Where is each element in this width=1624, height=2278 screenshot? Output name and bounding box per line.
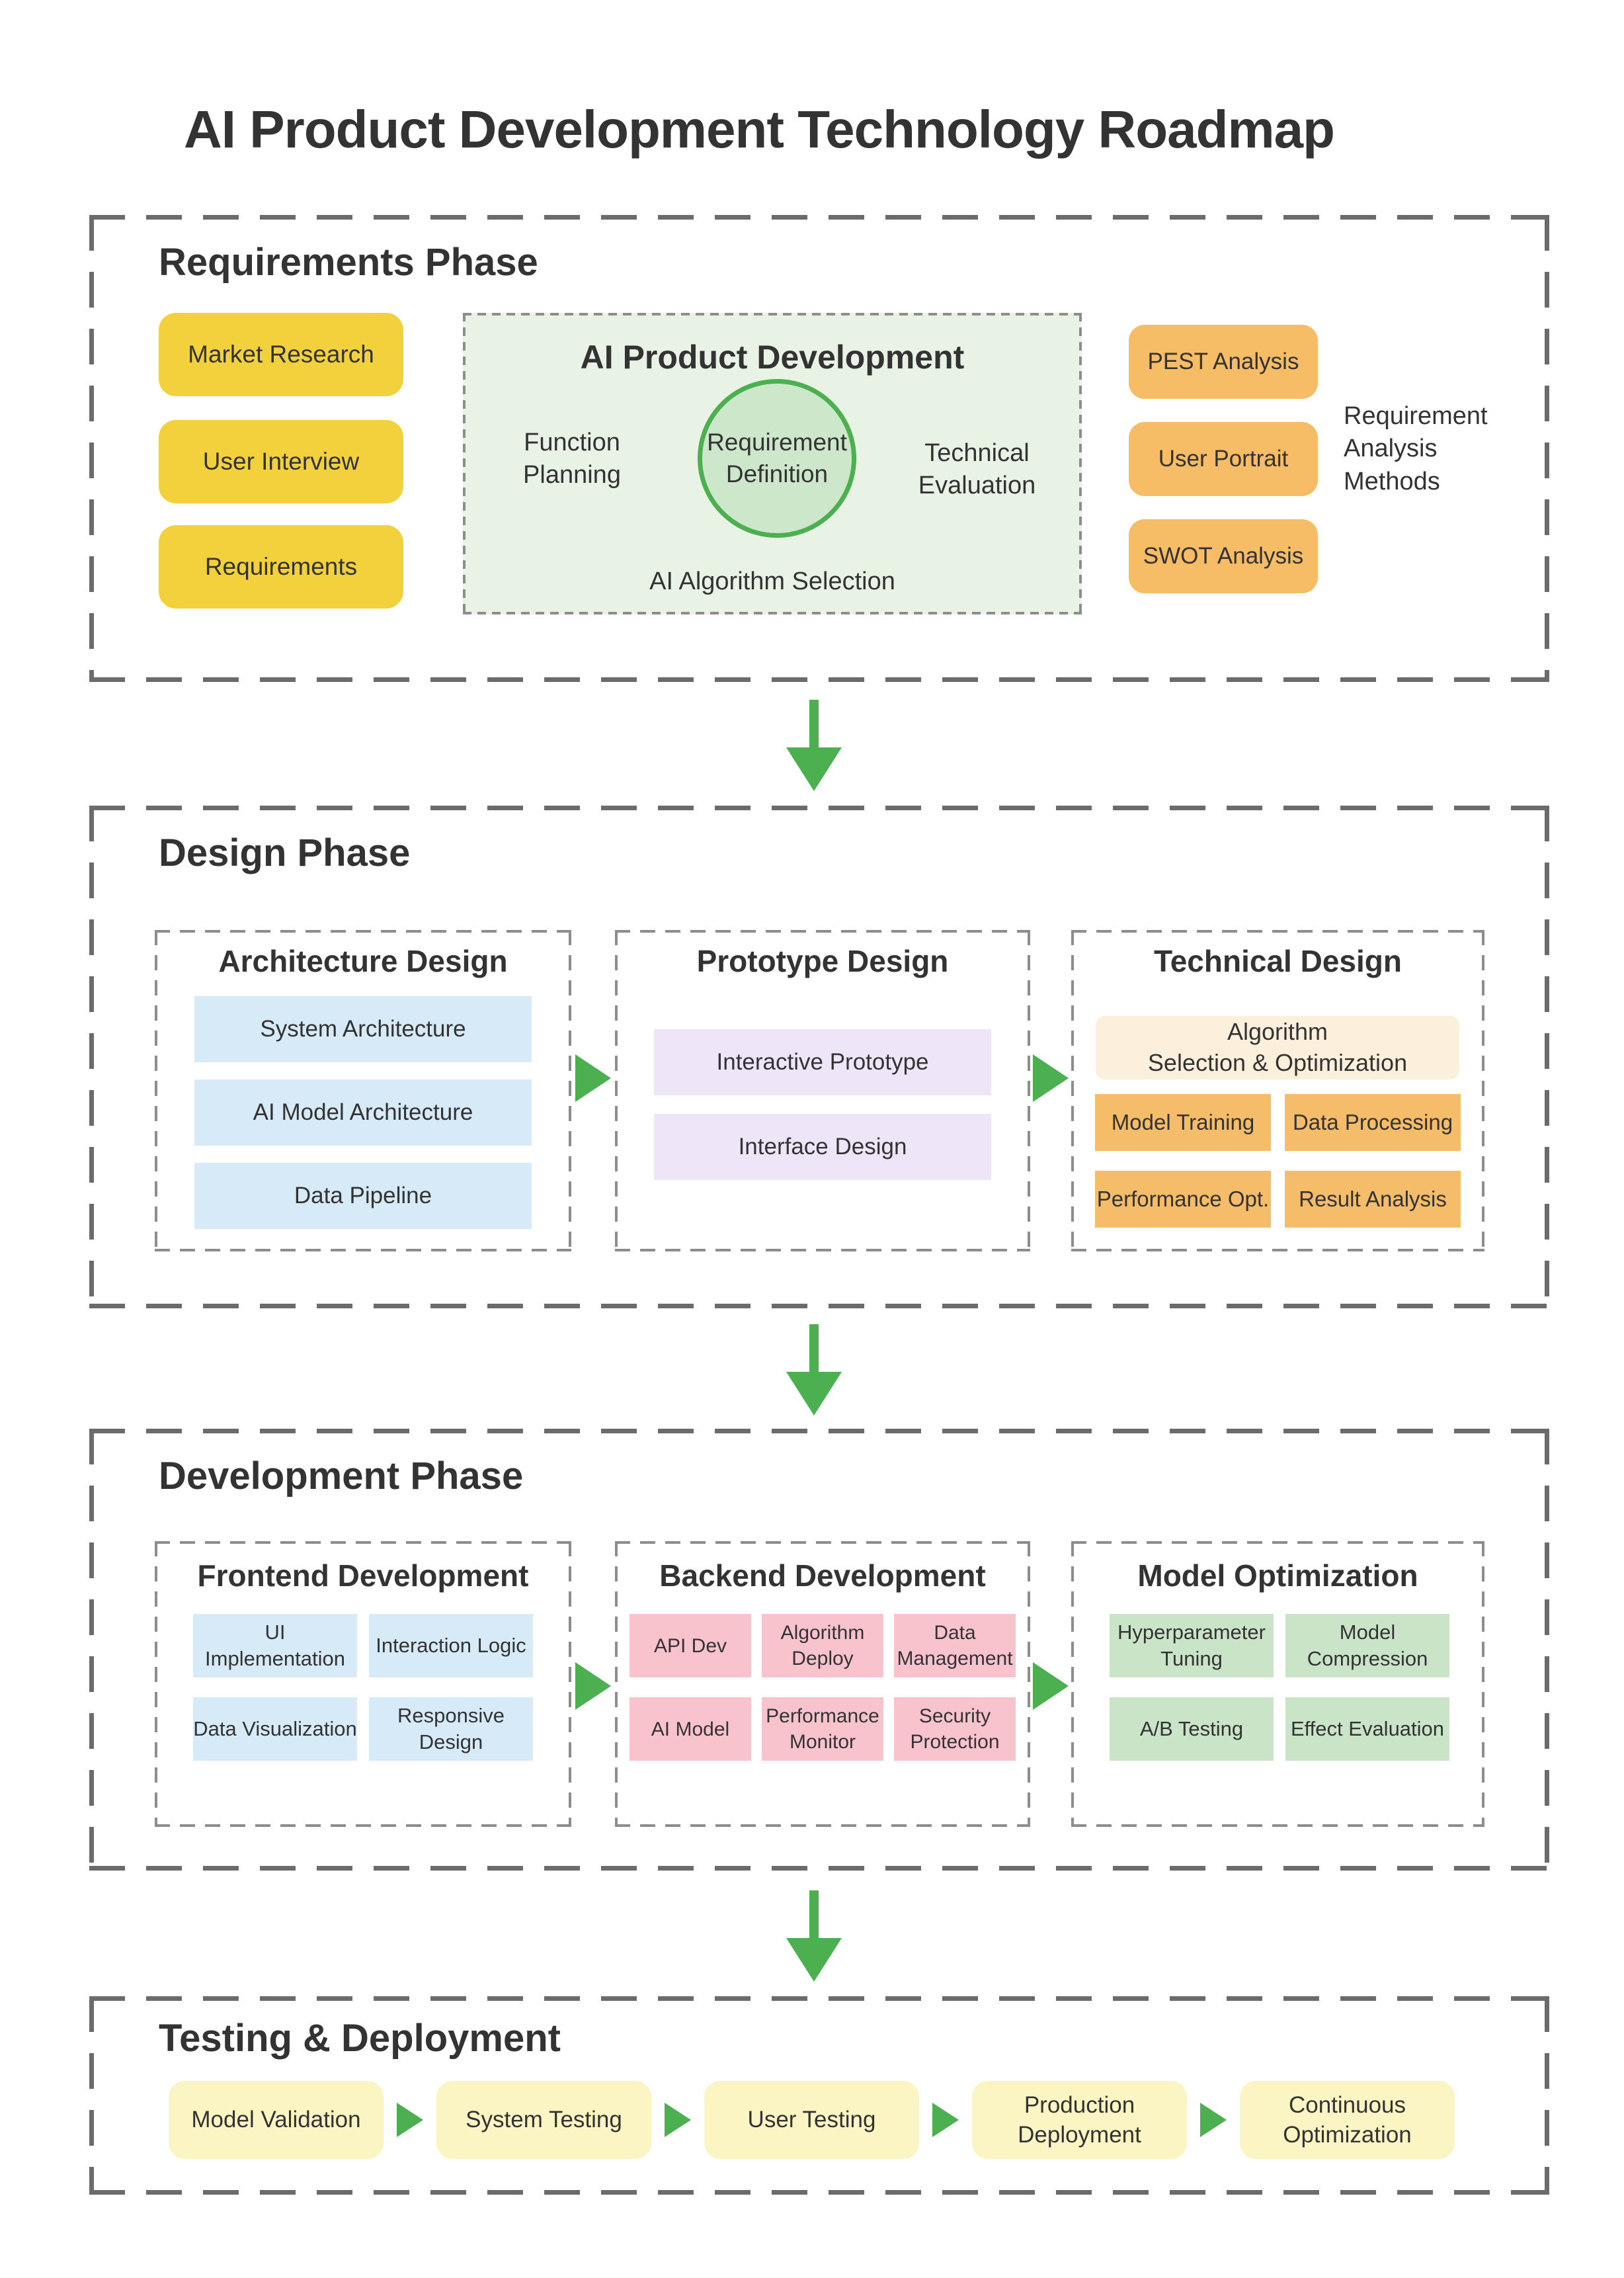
model-optimization-title: Model Optimization bbox=[1137, 1558, 1418, 1593]
technical-design-box: Technical Design Algorithm Selection & O… bbox=[1071, 930, 1484, 1251]
flow-arrow-right-dev-2 bbox=[1033, 1662, 1069, 1710]
flow-arrow-right-test-1 bbox=[397, 2103, 423, 2137]
node-security-protection: Security Protection bbox=[894, 1697, 1016, 1761]
node-responsive-design: Responsive Design bbox=[369, 1697, 533, 1761]
design-phase-section: Design Phase Architecture Design System … bbox=[89, 806, 1549, 1308]
node-data-visualization: Data Visualization bbox=[193, 1697, 357, 1761]
node-data-pipeline: Data Pipeline bbox=[194, 1163, 532, 1229]
node-api-dev: API Dev bbox=[629, 1614, 751, 1677]
node-pest-analysis: PEST Analysis bbox=[1129, 325, 1318, 399]
node-interactive-prototype: Interactive Prototype bbox=[654, 1029, 991, 1095]
requirement-analysis-methods-note: Requirement Analysis Methods bbox=[1344, 402, 1488, 495]
flow-arrow-right-design-2 bbox=[1033, 1054, 1069, 1102]
prototype-design-title: Prototype Design bbox=[696, 944, 949, 978]
node-hyperparameter-tuning: Hyperparameter Tuning bbox=[1110, 1614, 1274, 1677]
node-system-architecture: System Architecture bbox=[194, 996, 532, 1062]
node-system-testing: System Testing bbox=[436, 2081, 651, 2159]
node-user-interview: User Interview bbox=[159, 420, 403, 503]
label-technical-evaluation: Technical Evaluation bbox=[918, 439, 1036, 500]
node-interaction-logic: Interaction Logic bbox=[369, 1614, 533, 1677]
label-ai-algorithm-selection: AI Algorithm Selection bbox=[649, 568, 895, 595]
node-algorithm-deploy: Algorithm Deploy bbox=[762, 1614, 883, 1677]
node-continuous-optimization: Continuous Optimization bbox=[1240, 2081, 1455, 2159]
node-performance-monitor: Performance Monitor bbox=[762, 1697, 883, 1761]
requirements-phase-section: Requirements Phase Market Research User … bbox=[89, 215, 1549, 682]
flow-arrow-down-1 bbox=[786, 700, 842, 791]
technical-design-title: Technical Design bbox=[1154, 944, 1402, 978]
prototype-design-box: Prototype Design Interactive Prototype I… bbox=[615, 930, 1030, 1251]
flow-arrow-right-dev-1 bbox=[575, 1662, 611, 1710]
node-production-deployment: Production Deployment bbox=[972, 2081, 1187, 2159]
flow-arrow-right-test-2 bbox=[665, 2103, 691, 2137]
frontend-development-box: Frontend Development UI Implementation I… bbox=[155, 1541, 571, 1827]
flow-arrow-right-design-1 bbox=[575, 1054, 611, 1102]
ai-product-development-panel: AI Product Development Function Planning… bbox=[463, 313, 1082, 614]
node-ai-model-architecture: AI Model Architecture bbox=[194, 1079, 532, 1146]
design-phase-heading: Design Phase bbox=[159, 831, 411, 874]
node-data-management: Data Management bbox=[894, 1614, 1016, 1677]
node-model-validation: Model Validation bbox=[169, 2081, 384, 2159]
node-model-compression: Model Compression bbox=[1285, 1614, 1449, 1677]
backend-development-title: Backend Development bbox=[659, 1558, 986, 1593]
node-interface-design: Interface Design bbox=[654, 1114, 991, 1180]
flow-arrow-right-test-3 bbox=[932, 2103, 959, 2137]
flow-arrow-down-3 bbox=[786, 1890, 842, 1982]
testing-deployment-heading: Testing & Deployment bbox=[159, 2017, 561, 2060]
ai-product-development-title: AI Product Development bbox=[580, 339, 965, 376]
node-user-portrait: User Portrait bbox=[1129, 422, 1318, 496]
node-ui-implementation: UI Implementation bbox=[193, 1614, 357, 1677]
node-ai-model: AI Model bbox=[629, 1697, 751, 1761]
flow-arrow-right-test-4 bbox=[1200, 2103, 1227, 2137]
node-effect-evaluation: Effect Evaluation bbox=[1285, 1697, 1449, 1761]
page-title: AI Product Development Technology Roadma… bbox=[184, 100, 1335, 159]
node-performance-opt: Performance Opt. bbox=[1095, 1171, 1271, 1228]
node-result-analysis: Result Analysis bbox=[1285, 1171, 1461, 1228]
requirements-phase-heading: Requirements Phase bbox=[159, 241, 538, 284]
node-algorithm-selection-optimization: Algorithm Selection & Optimization bbox=[1096, 1016, 1459, 1079]
label-function-planning: Function Planning bbox=[523, 429, 621, 489]
node-ab-testing: A/B Testing bbox=[1110, 1697, 1274, 1761]
development-phase-section: Development Phase Frontend Development U… bbox=[89, 1429, 1549, 1871]
model-optimization-box: Model Optimization Hyperparameter Tuning… bbox=[1071, 1541, 1484, 1827]
frontend-development-title: Frontend Development bbox=[197, 1558, 529, 1593]
node-data-processing: Data Processing bbox=[1285, 1094, 1461, 1151]
node-requirements: Requirements bbox=[159, 525, 403, 609]
testing-deployment-section: Testing & Deployment Model Validation Sy… bbox=[89, 1996, 1549, 2195]
backend-development-box: Backend Development API Dev Algorithm De… bbox=[615, 1541, 1030, 1827]
node-model-training: Model Training bbox=[1095, 1094, 1271, 1151]
node-swot-analysis: SWOT Analysis bbox=[1129, 519, 1318, 593]
architecture-design-title: Architecture Design bbox=[218, 944, 508, 978]
development-phase-heading: Development Phase bbox=[159, 1455, 524, 1498]
flow-arrow-down-2 bbox=[786, 1324, 842, 1415]
requirement-definition-circle: Requirement Definition bbox=[698, 379, 856, 538]
node-user-testing: User Testing bbox=[704, 2081, 919, 2159]
node-market-research: Market Research bbox=[159, 313, 403, 396]
architecture-design-box: Architecture Design System Architecture … bbox=[155, 930, 571, 1251]
